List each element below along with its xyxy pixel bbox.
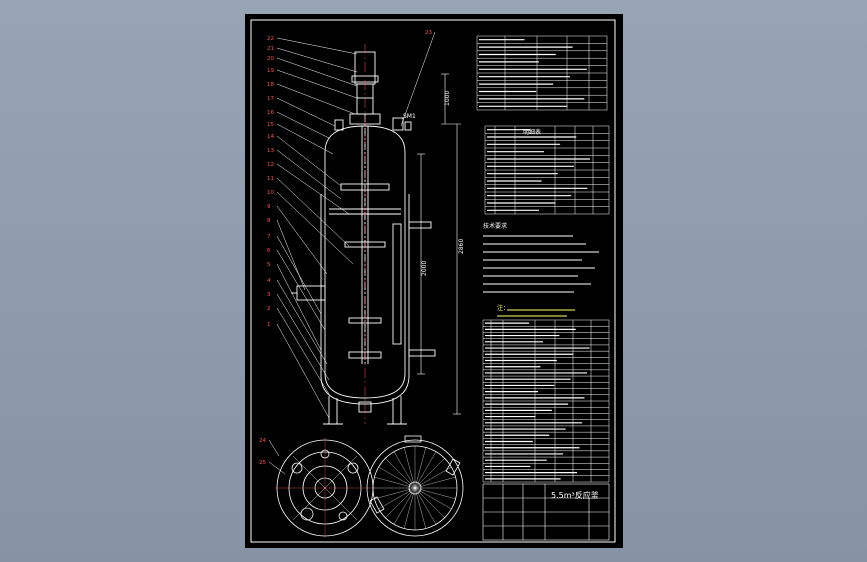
callout-number: 22: [267, 36, 274, 42]
callout-number: 5: [267, 262, 271, 268]
leader-line: [276, 149, 342, 200]
dim-label: 2000: [421, 261, 428, 276]
leader-line: [276, 37, 358, 55]
leader-line: [276, 135, 342, 187]
table-title: 明细表: [523, 128, 541, 136]
callout-number: 10: [267, 190, 274, 196]
callout-number: 15: [267, 122, 274, 128]
leader-line: [276, 111, 330, 139]
dim-label: 1000: [444, 91, 451, 106]
callout-number: 23: [425, 30, 432, 36]
leader-line: [276, 83, 356, 115]
callout-number: 3: [267, 292, 271, 298]
leader-line: [276, 205, 328, 275]
plan-view-right: [366, 435, 464, 537]
notes-heading: 注：: [497, 304, 509, 312]
title-block: [482, 483, 610, 541]
leader-line: [276, 69, 358, 99]
leader-line: [276, 97, 336, 127]
leader-line: [276, 249, 326, 331]
leader-line: [276, 293, 330, 381]
drawing-title: 5.5m³反应釜: [551, 490, 599, 500]
leader-line: [276, 57, 358, 87]
callout-number: 12: [267, 162, 274, 168]
callout-number: 25: [259, 460, 266, 466]
leader-line: [276, 163, 350, 215]
callout-number: 2: [267, 306, 271, 312]
callout-number: 6: [267, 248, 271, 254]
leader-line: [276, 235, 322, 315]
plan-view-left: [275, 438, 375, 538]
leader-line: [276, 123, 334, 155]
leader-line: [276, 219, 306, 291]
vessel-elevation: [291, 51, 436, 425]
leader-line: [400, 31, 436, 127]
leader-line: [268, 439, 280, 457]
callout-number: 16: [267, 110, 274, 116]
callout-number: 8: [267, 218, 271, 224]
leader-line: [276, 263, 322, 351]
callout-number: 4: [267, 278, 271, 284]
leader-line: [276, 47, 358, 73]
leader-line: [268, 461, 286, 475]
tech-req-label: 技术要求: [483, 222, 507, 230]
callout-number: 19: [267, 68, 274, 74]
drawing-svg: SM1 2860 2000 1000 222120191817161514131…: [250, 19, 616, 543]
callout-number: 20: [267, 56, 274, 62]
callout-number: 1: [267, 322, 271, 328]
dim-label: SM1: [403, 113, 416, 120]
bottom-head: [324, 373, 406, 399]
callout-number: 24: [259, 438, 266, 444]
leader-line: [276, 279, 328, 365]
dim-label: 2860: [458, 239, 465, 254]
leader-line: [276, 177, 350, 247]
callout-number: 21: [267, 46, 274, 52]
callout-number: 9: [267, 204, 271, 210]
callout-number: 17: [267, 96, 274, 102]
leader-line: [276, 191, 354, 265]
callout-number: 18: [267, 82, 274, 88]
sheet-border: [250, 19, 616, 543]
callout-number: 7: [267, 234, 271, 240]
callout-number: 14: [267, 134, 274, 140]
callout-number: 11: [267, 176, 274, 182]
leader-line: [276, 323, 330, 419]
leader-line: [276, 307, 330, 395]
callout-number: 13: [267, 148, 274, 154]
